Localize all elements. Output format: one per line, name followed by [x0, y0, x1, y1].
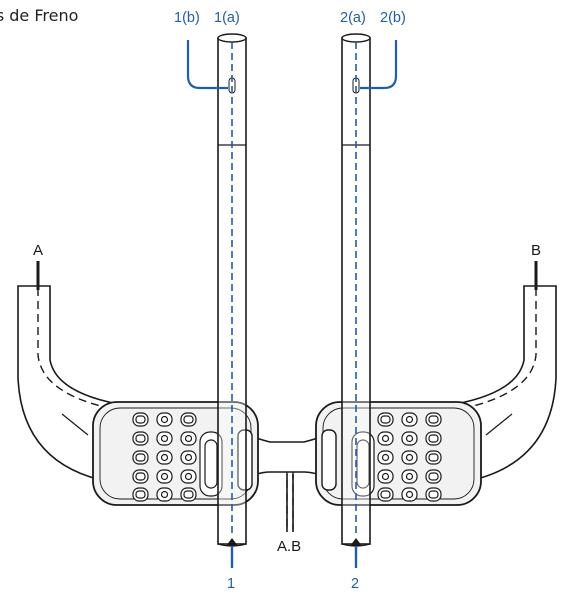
label-2a: 2(a) — [340, 10, 366, 26]
label-1: 1 — [227, 576, 235, 592]
left-pad-holes — [132, 412, 223, 502]
label-a: A — [33, 242, 43, 259]
right-armrest-pad — [315, 401, 482, 506]
cable-exit-1 — [226, 538, 238, 568]
leader-2b — [360, 40, 398, 90]
header-text: es de Freno — [0, 6, 79, 25]
center-cable-leader — [286, 474, 294, 532]
label-1a: 1(a) — [214, 10, 240, 26]
label-2: 2 — [351, 576, 359, 592]
cable-exit-2 — [350, 538, 362, 568]
label-1b: 1(b) — [174, 10, 200, 26]
label-2b: 2(b) — [380, 10, 406, 26]
center-clamp — [249, 434, 325, 478]
label-b: B — [531, 242, 541, 259]
right-pad-holes — [351, 412, 442, 502]
label-ab: A.B — [277, 538, 301, 555]
leader-1b — [186, 40, 228, 90]
